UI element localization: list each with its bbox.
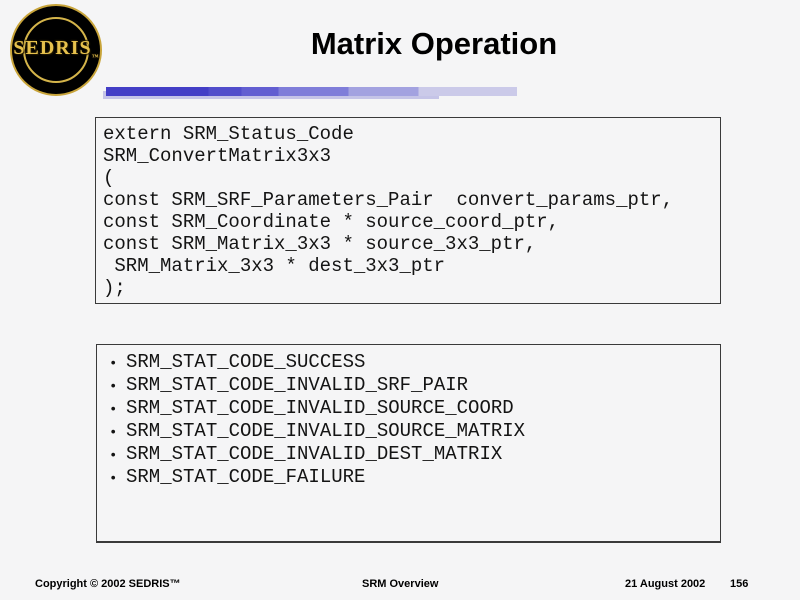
status-code-text: SRM_STAT_CODE_INVALID_SRF_PAIR [126, 374, 469, 396]
bullet-icon: • [109, 356, 118, 372]
code-box: extern SRM_Status_Code SRM_ConvertMatrix… [95, 117, 721, 304]
footer-copyright: Copyright © 2002 SEDRIS™ [35, 578, 181, 590]
status-code-text: SRM_STAT_CODE_INVALID_SOURCE_MATRIX [126, 420, 526, 442]
earth-globe-icon [23, 17, 89, 83]
footer-document-title: SRM Overview [362, 578, 439, 590]
list-item: • SRM_STAT_CODE_FAILURE [109, 467, 716, 490]
slide-title: Matrix Operation [310, 26, 558, 61]
list-item: • SRM_STAT_CODE_INVALID_DEST_MATRIX [109, 444, 716, 467]
status-code-text: SRM_STAT_CODE_FAILURE [126, 466, 366, 488]
list-item: • SRM_STAT_CODE_INVALID_SRF_PAIR [109, 375, 716, 398]
sedris-logo-label: SEDRIS™ [12, 37, 100, 61]
trademark-symbol: ™ [91, 53, 99, 62]
footer-date: 21 August 2002 [625, 578, 706, 590]
sedris-logo: SEDRIS™ [10, 4, 102, 96]
status-code-text: SRM_STAT_CODE_INVALID_SOURCE_COORD [126, 397, 514, 419]
code-line: const SRM_Coordinate * source_coord_ptr, [103, 211, 560, 233]
list-item: • SRM_STAT_CODE_INVALID_SOURCE_MATRIX [109, 421, 716, 444]
footer-page-number: 156 [730, 578, 749, 590]
sedris-logo-text: SEDRIS [13, 37, 92, 60]
code-line: const SRM_Matrix_3x3 * source_3x3_ptr, [103, 233, 537, 255]
list-item: • SRM_STAT_CODE_SUCCESS [109, 352, 716, 375]
list-item: • SRM_STAT_CODE_INVALID_SOURCE_COORD [109, 398, 716, 421]
code-line: extern SRM_Status_Code [103, 123, 354, 145]
code-line: SRM_ConvertMatrix3x3 [103, 145, 332, 167]
status-code-text: SRM_STAT_CODE_SUCCESS [126, 351, 366, 373]
bullet-icon: • [109, 379, 118, 395]
code-line: const SRM_SRF_Parameters_Pair convert_pa… [103, 189, 674, 211]
status-code-list-box: • SRM_STAT_CODE_SUCCESS • SRM_STAT_CODE_… [96, 344, 721, 543]
bullet-icon: • [109, 402, 118, 418]
bullet-icon: • [109, 448, 118, 464]
bullet-icon: • [109, 425, 118, 441]
status-code-text: SRM_STAT_CODE_INVALID_DEST_MATRIX [126, 443, 503, 465]
code-line: SRM_Matrix_3x3 * dest_3x3_ptr [103, 255, 446, 277]
accent-gradient-bar [106, 87, 517, 96]
bullet-icon: • [109, 471, 118, 487]
code-line: ); [103, 277, 126, 299]
code-line: ( [103, 167, 115, 189]
